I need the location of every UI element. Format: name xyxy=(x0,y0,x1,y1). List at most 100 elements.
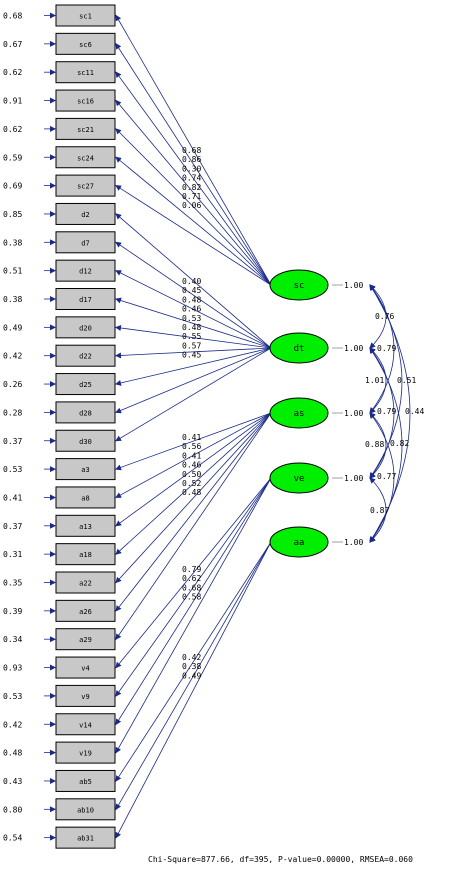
loading-path xyxy=(115,128,272,286)
error-variance: 0.69 xyxy=(3,182,22,191)
observed-label: d25 xyxy=(79,381,92,389)
observed-a8: a80.41 xyxy=(3,486,116,509)
observed-box xyxy=(55,89,116,112)
observed-box xyxy=(55,769,116,792)
loading-path xyxy=(115,270,272,349)
correlation-arc xyxy=(369,412,395,543)
loading-path xyxy=(115,477,272,697)
loading-path xyxy=(115,541,272,811)
loading-value: 0.56 xyxy=(182,442,201,451)
observed-label: a29 xyxy=(79,636,92,644)
latent-label: sc xyxy=(294,281,305,291)
correlation-arc xyxy=(369,347,387,414)
latent-variance: 1.00 xyxy=(344,538,363,547)
observed-label: sc24 xyxy=(77,154,94,162)
loading-value: 0.50 xyxy=(182,470,201,479)
latent-ellipse xyxy=(269,526,329,558)
loading-path xyxy=(115,412,272,584)
observed-label: v4 xyxy=(81,665,89,673)
observed-label: d7 xyxy=(81,239,89,247)
error-variance: 0.67 xyxy=(3,40,22,49)
observed-box xyxy=(55,4,116,27)
loading-path xyxy=(115,43,272,286)
observed-a3: a3 0.53 xyxy=(3,458,116,481)
observed-label: ab10 xyxy=(77,806,94,814)
error-variance: 0.39 xyxy=(3,607,22,616)
correlation-value: 0.44 xyxy=(405,407,424,416)
loading-path xyxy=(115,412,272,527)
error-variance: 0.42 xyxy=(3,720,22,729)
loading-path xyxy=(115,71,272,286)
correlation-value: 1.01 xyxy=(365,376,384,385)
observed-box xyxy=(55,202,116,225)
observed-label: sc27 xyxy=(77,183,94,191)
loading-path xyxy=(115,14,272,286)
error-variance: 0.91 xyxy=(3,97,22,106)
loading-value: 0.79 xyxy=(182,565,201,574)
error-variance: 0.80 xyxy=(3,805,22,814)
latent-variance: 1.00 xyxy=(344,409,363,418)
observed-label: v14 xyxy=(79,721,92,729)
observed-sc16: sc16 0.91 xyxy=(3,89,116,112)
latent-label: dt xyxy=(294,344,305,354)
loading-value: 0.06 xyxy=(182,201,201,210)
loading-value: 0.41 xyxy=(182,433,201,442)
loading-value: 0.41 xyxy=(182,451,201,460)
correlation-arc xyxy=(369,347,403,543)
observed-box xyxy=(55,117,116,140)
observed-box xyxy=(55,32,116,55)
loading-value: 0.49 xyxy=(182,671,201,680)
loading-path xyxy=(115,477,272,669)
observed-v4: v40.93 xyxy=(3,656,116,679)
observed-label: d30 xyxy=(79,438,92,446)
observed-box xyxy=(55,373,116,396)
observed-box xyxy=(55,61,116,84)
loading-path xyxy=(115,347,272,414)
loading-value: 0.62 xyxy=(182,574,201,583)
observed-label: d28 xyxy=(79,409,92,417)
loading-path xyxy=(115,412,272,498)
loading-path xyxy=(115,347,272,386)
loading-value: 0.40 xyxy=(182,277,201,286)
error-variance: 0.31 xyxy=(3,550,22,559)
loadings-dt xyxy=(115,213,272,442)
observed-label: sc16 xyxy=(77,98,94,106)
latent-variance: 1.00 xyxy=(344,344,363,353)
loading-value: 0.52 xyxy=(182,479,201,488)
error-variance: 0.51 xyxy=(3,267,22,276)
observed-box xyxy=(55,429,116,452)
observed-box xyxy=(55,401,116,424)
loading-path xyxy=(115,347,272,359)
observed-d7: d70.38 xyxy=(3,231,116,254)
observed-box xyxy=(55,514,116,537)
observed-box xyxy=(55,458,116,481)
correlation-arc xyxy=(369,477,387,543)
observed-box xyxy=(55,599,116,622)
error-variance: 0.85 xyxy=(3,210,22,219)
observed-box xyxy=(55,316,116,339)
observed-label: sc6 xyxy=(79,41,92,49)
loading-path xyxy=(115,541,272,839)
error-variance: 0.62 xyxy=(3,68,22,77)
error-variance: 0.53 xyxy=(3,465,22,474)
correlation-value: 0.88 xyxy=(365,440,384,449)
observed-label: d20 xyxy=(79,324,92,332)
correlation-value: 0.77 xyxy=(377,472,396,481)
observed-v9: v90.53 xyxy=(3,684,116,707)
latent-ellipse xyxy=(269,269,329,301)
loading-path xyxy=(115,185,272,286)
loadings-sc xyxy=(115,14,272,286)
observed-label: a3 xyxy=(81,466,89,474)
correlation-value: 0.76 xyxy=(375,312,394,321)
loading-value: 0.55 xyxy=(182,332,201,341)
observed-label: d22 xyxy=(79,353,92,361)
observed-label: a8 xyxy=(81,494,89,502)
correlation-value: 0.51 xyxy=(397,376,416,385)
observed-label: a26 xyxy=(79,608,92,616)
